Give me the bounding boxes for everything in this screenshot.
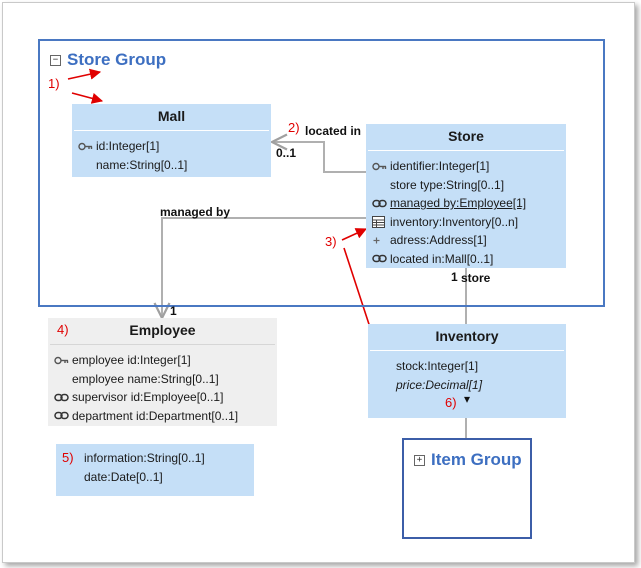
attribute-text: store type:String[0..1] — [390, 177, 505, 192]
attribute-text: managed by:Employee[1] — [390, 196, 527, 211]
located-in-connector[interactable] — [272, 142, 366, 173]
annotation-5: 5) — [62, 450, 74, 465]
plus-icon — [372, 236, 390, 245]
class-unnamed[interactable]: information:String[0..1] date:Date[0..1] — [56, 444, 254, 496]
attribute-row[interactable]: stock:Integer[1] — [374, 357, 566, 376]
table-icon — [372, 215, 390, 228]
attribute-row[interactable]: employee id:Integer[1] — [54, 351, 277, 370]
managed-by-multiplicity: 1 — [170, 304, 177, 318]
annotation-1: 1) — [48, 76, 60, 91]
attribute-row[interactable]: supervisor id:Employee[0..1] — [54, 388, 277, 407]
key-icon — [78, 142, 96, 151]
class-store[interactable]: Store identifier:Integer[1] store type:St… — [366, 124, 566, 268]
item-group-title: Item Group — [431, 450, 522, 469]
attribute-row[interactable]: information:String[0..1] — [66, 449, 254, 468]
attribute-text: id:Integer[1] — [96, 139, 160, 154]
annotation-arrow-1b — [71, 92, 104, 104]
attribute-text: identifier:Integer[1] — [390, 159, 490, 174]
annotation-arrow-3a — [341, 228, 368, 241]
attribute-text: date:Date[0..1] — [84, 469, 163, 484]
attribute-text: department id:Department[0..1] — [72, 408, 239, 423]
attribute-row[interactable]: inventory:Inventory[0..n] — [372, 213, 566, 232]
attribute-list: employee id:Integer[1] employee name:Stri… — [48, 345, 277, 425]
attribute-row[interactable]: name:String[0..1] — [78, 156, 271, 175]
attribute-text: employee id:Integer[1] — [72, 353, 191, 368]
attribute-text: price:Decimal[1] — [396, 377, 483, 392]
attribute-list: information:String[0..1] date:Date[0..1] — [56, 444, 254, 486]
expand-toggle-icon[interactable]: + — [414, 454, 425, 466]
attribute-text: adress:Address[1] — [390, 233, 487, 248]
attribute-row[interactable]: date:Date[0..1] — [66, 468, 254, 487]
attribute-row[interactable]: employee name:String[0..1] — [54, 370, 277, 389]
collapse-toggle-icon[interactable]: − — [50, 54, 61, 66]
link-icon — [372, 254, 390, 263]
store-group-header[interactable]: − Store Group — [50, 50, 166, 70]
attribute-text: information:String[0..1] — [84, 451, 205, 466]
key-icon — [54, 356, 72, 365]
attribute-row[interactable]: department id:Department[0..1] — [54, 407, 277, 426]
attribute-row[interactable]: identifier:Integer[1] — [372, 157, 566, 176]
class-inventory[interactable]: Inventory stock:Integer[1] price:Decimal[… — [368, 324, 566, 418]
managed-by-connector[interactable] — [162, 217, 366, 318]
attribute-row[interactable]: id:Integer[1] — [78, 137, 271, 156]
key-icon — [372, 162, 390, 171]
store-group-box[interactable] — [38, 39, 605, 307]
store-group-title: Store Group — [67, 50, 167, 69]
attribute-row[interactable]: located in:Mall[0..1] — [372, 250, 566, 269]
link-icon — [54, 393, 72, 402]
item-group-box[interactable] — [402, 438, 532, 539]
attribute-text: employee name:String[0..1] — [72, 371, 219, 386]
attribute-row[interactable]: managed by:Employee[1] — [372, 194, 566, 213]
item-group-header[interactable]: + Item Group — [414, 450, 522, 470]
attribute-list: stock:Integer[1] price:Decimal[1] — [368, 351, 566, 394]
managed-by-label: managed by — [160, 205, 231, 219]
attribute-text: located in:Mall[0..1] — [390, 251, 494, 266]
class-name: Mall — [157, 108, 186, 124]
attribute-text: name:String[0..1] — [96, 157, 188, 172]
attribute-row[interactable]: store type:String[0..1] — [372, 176, 566, 195]
class-name: Inventory — [435, 328, 499, 344]
attribute-text: supervisor id:Employee[0..1] — [72, 390, 224, 405]
store-role-label: store — [461, 271, 491, 285]
class-name: Employee — [129, 322, 196, 338]
annotation-3: 3) — [325, 234, 337, 249]
located-in-multiplicity: 0..1 — [276, 146, 297, 160]
attribute-list: identifier:Integer[1] store type:String[0… — [366, 151, 566, 268]
store-multiplicity: 1 — [451, 270, 458, 284]
class-employee[interactable]: Employee employee id:Integer[1]employee … — [48, 318, 277, 426]
attribute-text: inventory:Inventory[0..n] — [390, 214, 519, 229]
attribute-list: id:Integer[1] name:String[0..1] — [72, 131, 271, 174]
annotation-4: 4) — [57, 322, 69, 337]
link-icon — [54, 411, 72, 420]
annotation-6: 6) — [445, 395, 457, 410]
class-name: Store — [448, 128, 484, 144]
located-in-label: located in — [305, 124, 362, 138]
dropdown-arrow-icon[interactable]: ▾ — [464, 392, 471, 406]
link-icon — [372, 199, 390, 208]
class-mall[interactable]: Mall id:Integer[1] name:String[0..1] — [72, 104, 271, 177]
annotation-2: 2) — [288, 120, 300, 135]
attribute-row[interactable]: adress:Address[1] — [372, 231, 566, 250]
attribute-row[interactable]: price:Decimal[1] — [374, 376, 566, 395]
attribute-text: stock:Integer[1] — [396, 359, 479, 374]
annotation-arrow-1a — [67, 68, 102, 80]
